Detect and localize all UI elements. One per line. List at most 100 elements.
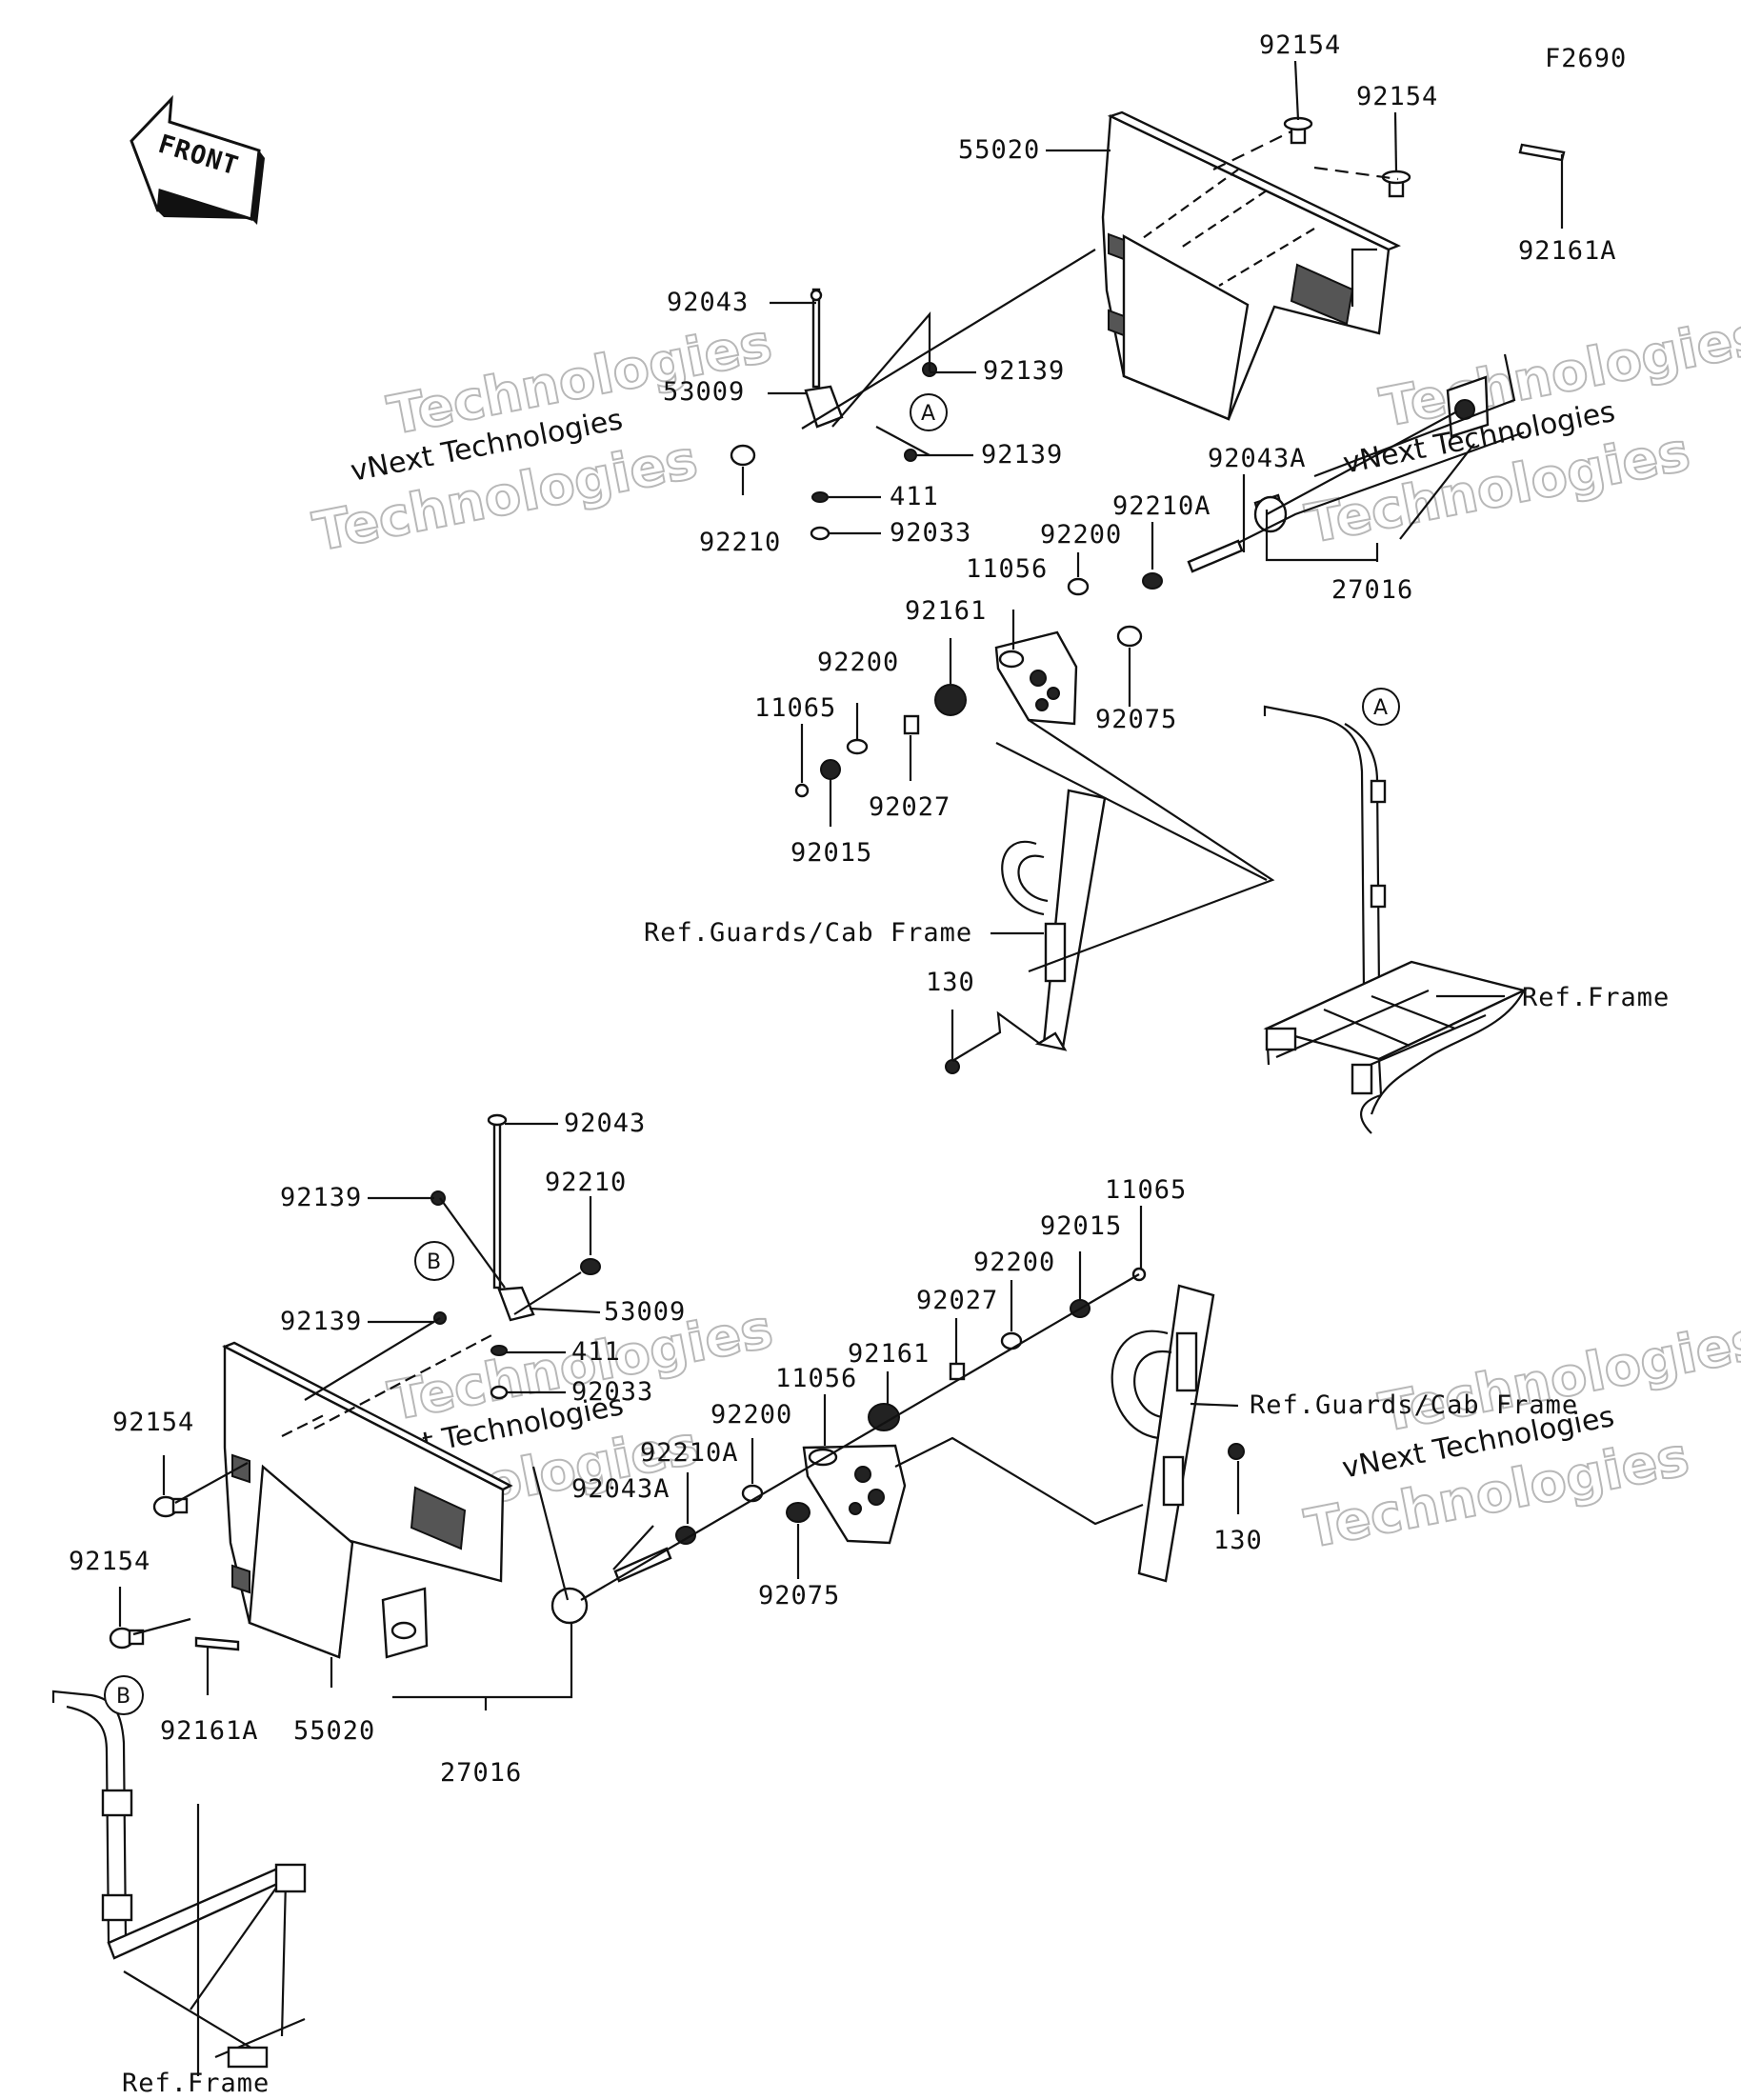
label-92200-lower-b: 92200: [973, 1248, 1055, 1277]
washer-92200-lower-a: [741, 1484, 764, 1503]
upper-labels: 92154 92154 55020 92161A 92043 53009 921…: [644, 30, 1670, 1012]
nut-92210: [730, 444, 756, 467]
callout-b-box: B: [414, 1241, 454, 1281]
bolt-92154-lower-b: [109, 1627, 145, 1650]
label-92210A-lower: 92210A: [640, 1438, 739, 1468]
cab-frame-lower: [1111, 1284, 1245, 1583]
label-53009-lower: 53009: [604, 1297, 686, 1327]
label-411-lower: 411: [571, 1337, 621, 1367]
label-92200-b: 92200: [817, 648, 899, 677]
lower-assembly: [51, 1113, 1245, 2069]
washer-92200-lower-b: [1000, 1331, 1023, 1350]
label-92139-a: 92139: [983, 356, 1065, 386]
label-92200-a: 92200: [1040, 520, 1122, 550]
storage-box-55020-lower: [222, 1341, 513, 1659]
cab-frame-upper: [945, 789, 1107, 1074]
lower-leaders: [118, 1122, 1240, 2076]
label-92154-lower-b: 92154: [69, 1547, 150, 1576]
label-92015-lower: 92015: [1040, 1211, 1122, 1241]
svg-text:A: A: [1373, 696, 1388, 720]
label-411: 411: [890, 482, 939, 511]
washer-92200-b: [846, 738, 869, 755]
nut-92210A: [1142, 572, 1163, 590]
label-92161A-lower: 92161A: [160, 1716, 259, 1746]
label-11056-lower: 11056: [775, 1364, 857, 1393]
label-92139-lower-b: 92139: [280, 1307, 362, 1336]
label-92154-b: 92154: [1356, 82, 1438, 111]
figure-code: F2690: [1545, 44, 1627, 73]
grommet-27016-lower: [550, 1587, 589, 1625]
pin-92033: [810, 526, 830, 541]
label-92043A: 92043A: [1208, 444, 1307, 473]
label-92043-lower: 92043: [564, 1109, 646, 1138]
label-92139-b: 92139: [981, 440, 1063, 470]
label-92154-a: 92154: [1259, 30, 1341, 60]
callout-a-box: A: [910, 393, 948, 431]
label-92154-lower-a: 92154: [112, 1408, 194, 1437]
pin-92033-lower: [490, 1385, 509, 1400]
storage-box-55020: [1101, 110, 1401, 421]
upper-assembly: [730, 110, 1566, 1134]
bolt-130-upper: [945, 1059, 960, 1074]
watermark-top-left: Technologies vNext Technologies Technolo…: [308, 311, 777, 565]
ref-guards-cab-frame-lower: Ref.Guards/Cab Frame: [1250, 1390, 1578, 1420]
nut-92210A-lower: [675, 1526, 696, 1545]
bolt-92154-a: [1283, 116, 1313, 145]
washer-411-lower: [490, 1345, 508, 1356]
label-92161-lower: 92161: [848, 1339, 930, 1369]
damper-92161: [934, 684, 967, 716]
damper-92161-lower: [868, 1403, 900, 1431]
svg-text:B: B: [427, 1250, 441, 1274]
watermark-top-right: Technologies vNext Technologies Technolo…: [1300, 304, 1741, 557]
plate-11056-lower: [802, 1444, 907, 1545]
nut-92015: [820, 759, 841, 780]
washer-92200-a: [1067, 577, 1090, 596]
label-92033: 92033: [890, 518, 971, 548]
label-130-upper: 130: [926, 968, 975, 997]
label-92043: 92043: [667, 288, 749, 317]
label-11065: 11065: [754, 693, 836, 723]
cap-27016-lower: [381, 1587, 429, 1659]
watermark-bottom-right: Technologies vNext Technologies Technolo…: [1299, 1309, 1741, 1562]
clip-92139-b: [904, 449, 917, 462]
plate-11056: [994, 630, 1078, 726]
label-53009: 53009: [663, 377, 745, 407]
nut-92210-lower: [580, 1258, 601, 1275]
label-92033-lower: 92033: [571, 1377, 653, 1407]
washer-411: [811, 491, 829, 503]
label-92139-lower-a: 92139: [280, 1183, 362, 1212]
bracket-53009: [804, 288, 844, 429]
ref-frame-upper: Ref.Frame: [1522, 983, 1670, 1012]
main-frame-upper: [1263, 705, 1528, 1134]
label-92027: 92027: [869, 792, 951, 822]
ref-guards-cab-frame-upper: Ref.Guards/Cab Frame: [644, 918, 972, 948]
callout-a-frame: A: [1362, 688, 1400, 726]
label-92015: 92015: [790, 838, 872, 868]
cap-11065: [794, 783, 810, 798]
lower-labels: 92043 92139 92210 92139 53009 411 92033 …: [69, 1109, 1578, 2098]
bolt-92154-b: [1381, 170, 1411, 198]
label-92210A: 92210A: [1112, 491, 1211, 521]
label-11056: 11056: [966, 554, 1048, 584]
label-55020: 55020: [958, 135, 1040, 165]
label-27016-lower: 27016: [440, 1758, 522, 1788]
bushing-92075: [1116, 625, 1143, 648]
callout-b-frame: B: [104, 1675, 144, 1715]
svg-text:A: A: [921, 402, 935, 426]
bolt-92154-lower-a: [152, 1495, 189, 1518]
ref-frame-lower: Ref.Frame: [122, 2069, 270, 2098]
label-92200-lower-a: 92200: [710, 1400, 792, 1430]
label-92075-lower: 92075: [758, 1581, 840, 1610]
collar-92027: [903, 714, 920, 735]
bracket-53009-lower: [487, 1113, 535, 1322]
pad-92161A-lower: [194, 1636, 240, 1651]
upper-leaders: [741, 60, 1564, 1062]
label-92210: 92210: [699, 528, 781, 557]
svg-text:B: B: [116, 1685, 130, 1709]
bolt-130-lower: [1228, 1443, 1245, 1460]
label-92210-lower: 92210: [545, 1168, 627, 1197]
label-27016: 27016: [1331, 575, 1413, 605]
pad-92161A: [1518, 143, 1566, 162]
label-130-lower: 130: [1213, 1526, 1263, 1555]
